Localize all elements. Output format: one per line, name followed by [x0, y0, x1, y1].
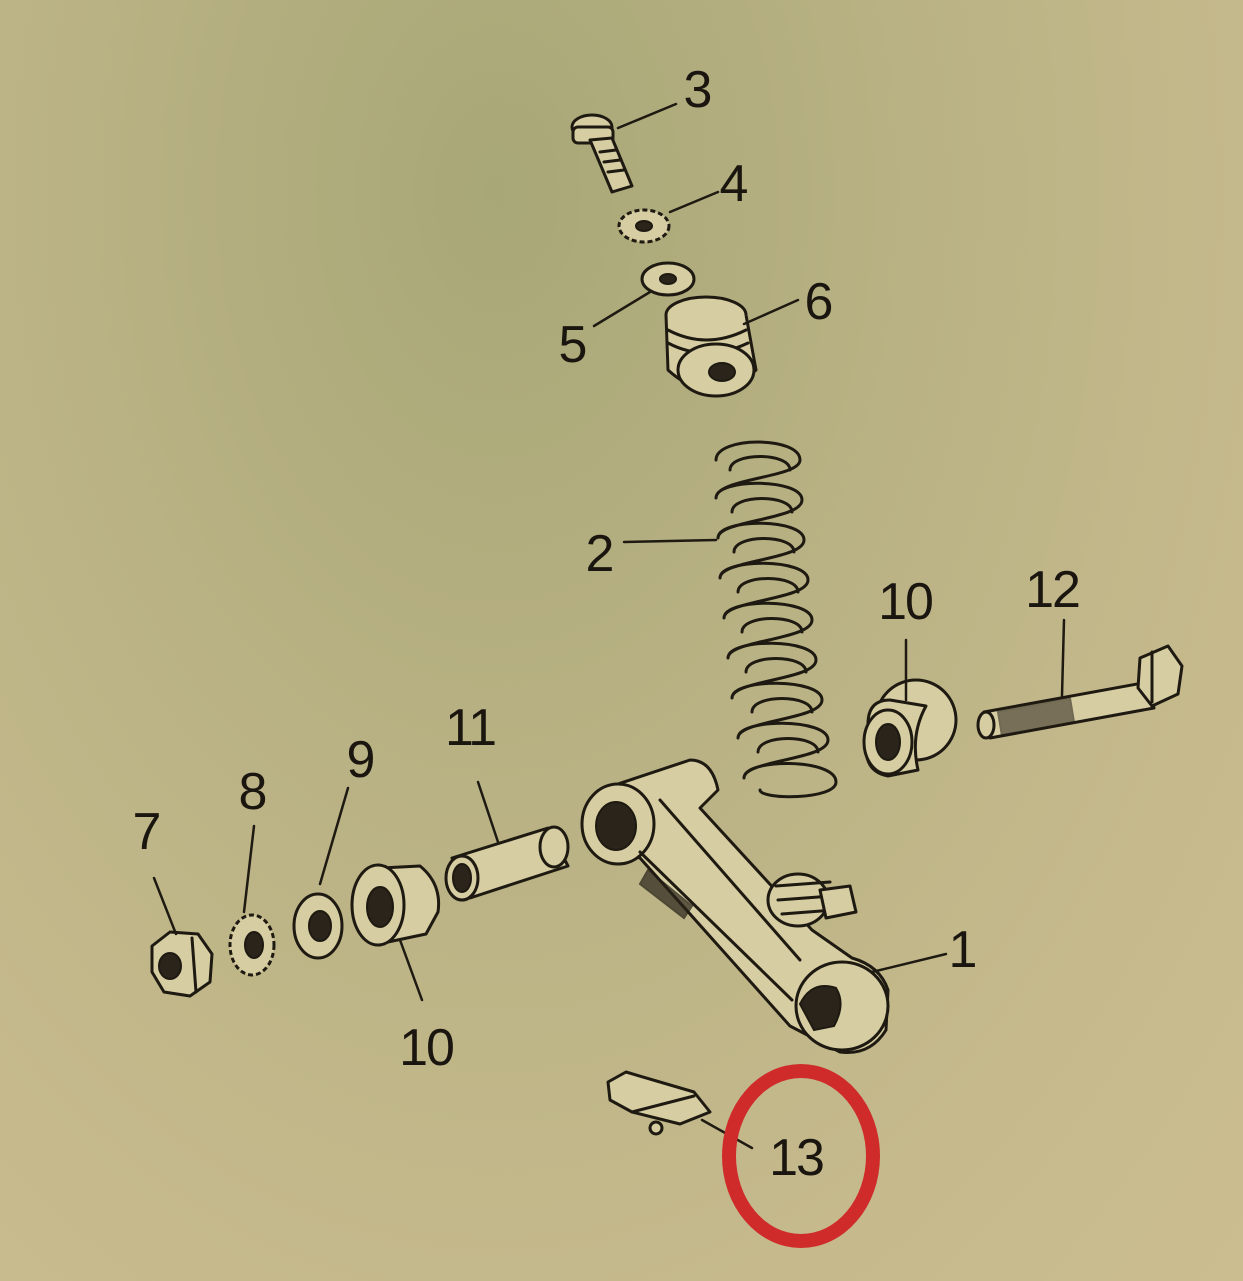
callout-2: 2: [585, 525, 615, 583]
leader-part-10-left: [398, 938, 424, 1002]
callout-10-right: 10: [878, 573, 934, 631]
leader-part-11: [476, 780, 500, 844]
callout-4: 4: [719, 155, 749, 213]
callout-10-left: 10: [399, 1019, 455, 1077]
leader-part-9: [318, 786, 350, 886]
bushing-part-10-right: [862, 678, 958, 778]
leader-part-7: [152, 876, 178, 936]
lock-washer-part-8: [228, 913, 276, 977]
leader-part-5: [592, 290, 652, 328]
washer-part-9: [292, 892, 344, 960]
coil-spring-part-2: [714, 440, 838, 799]
bolt-part-3: [570, 113, 634, 194]
leader-part-8: [242, 824, 256, 914]
leader-part-12: [1060, 618, 1066, 698]
sleeve-part-11: [444, 825, 570, 902]
nut-part-7: [150, 930, 214, 998]
clip-part-13: [606, 1070, 712, 1136]
leader-lines: [152, 102, 1066, 1150]
leader-part-3: [616, 102, 678, 130]
callout-1: 1: [948, 921, 978, 979]
spring-seat-part-6: [664, 295, 758, 398]
callout-3: 3: [683, 61, 713, 119]
lock-washer-part-4: [617, 208, 671, 244]
leader-part-6: [742, 298, 800, 326]
bushing-part-10-left: [350, 863, 441, 947]
callout-6: 6: [804, 273, 834, 331]
callout-8: 8: [238, 763, 268, 821]
highlight-circle: [722, 1064, 880, 1248]
leader-part-4: [668, 190, 720, 214]
callout-9: 9: [346, 731, 376, 789]
leader-part-1: [870, 952, 948, 974]
flat-washer-part-5: [640, 261, 696, 297]
callout-7: 7: [132, 803, 162, 861]
leader-part-2: [622, 538, 718, 544]
callout-11: 11: [445, 699, 497, 757]
callout-12: 12: [1025, 561, 1081, 619]
callout-5: 5: [558, 316, 588, 374]
long-bolt-part-12: [976, 644, 1184, 740]
arm-part-1: [580, 758, 890, 1055]
